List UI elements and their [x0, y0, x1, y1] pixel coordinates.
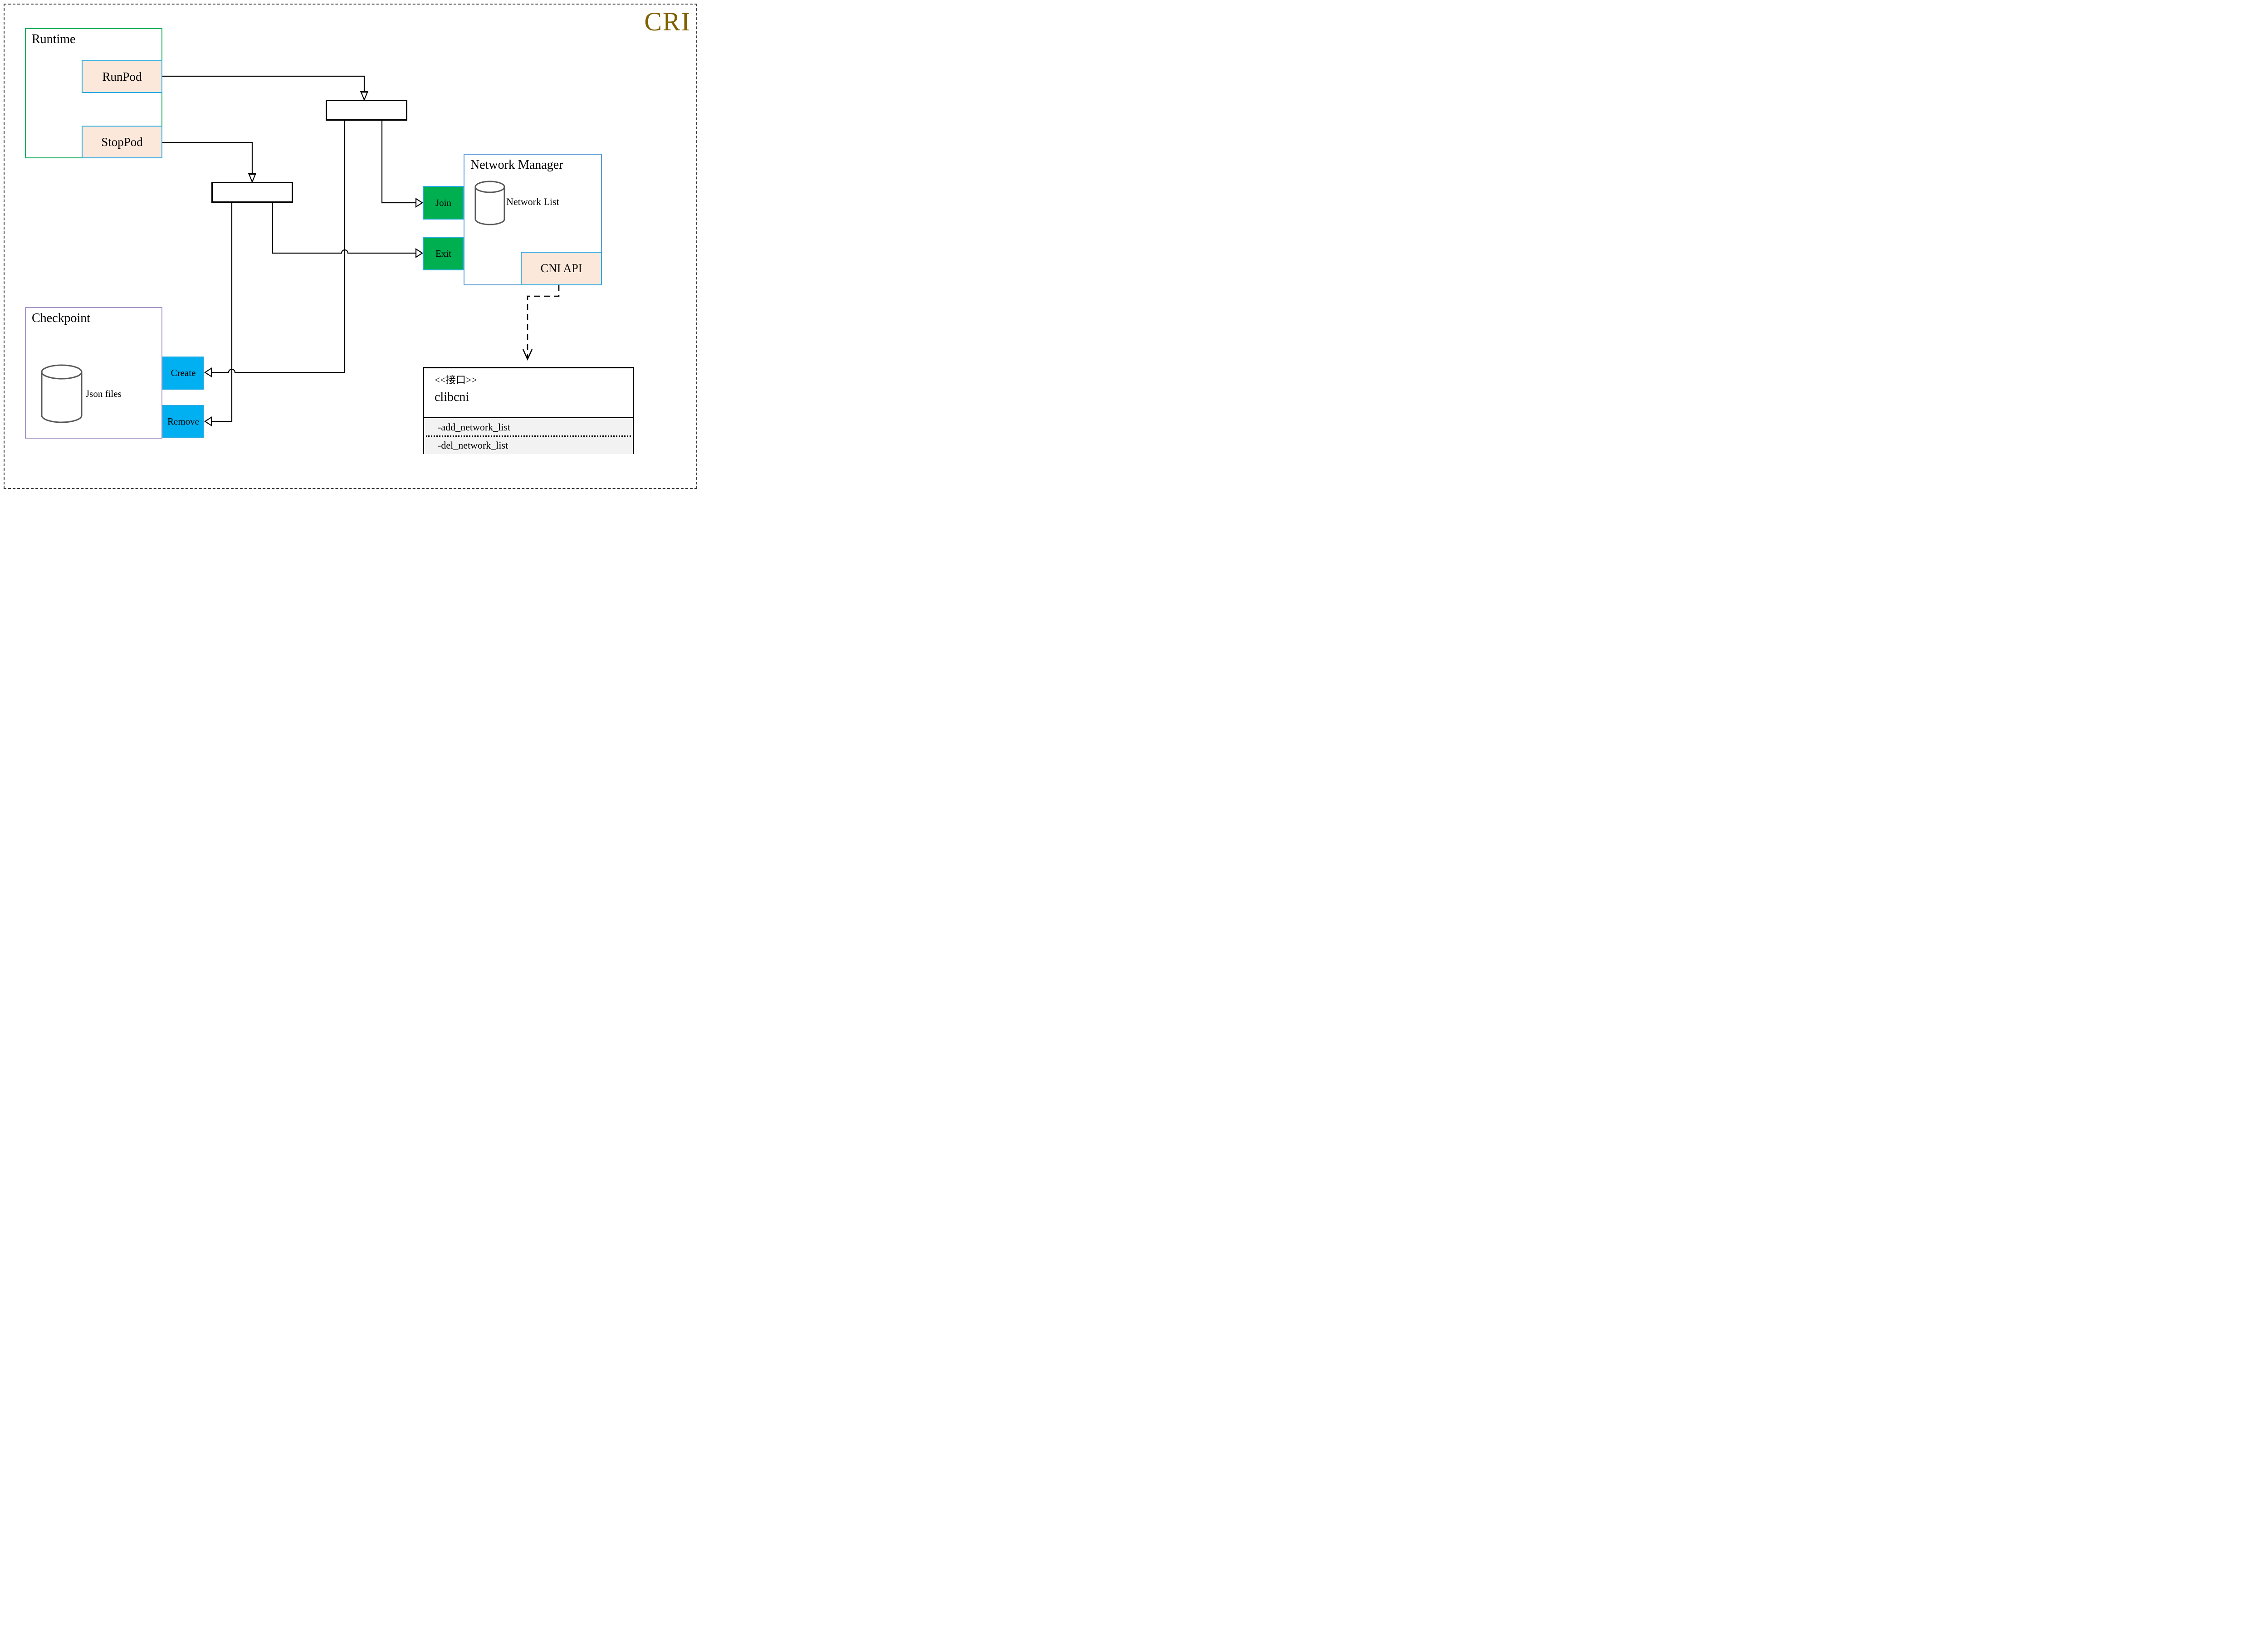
teardown-to-remove-connector [211, 203, 233, 422]
diagram-title: CRI [644, 7, 691, 36]
clibcni-method-row: -del_network_list [424, 436, 633, 454]
clibcni-header: <<接口>> clibcni [424, 368, 633, 417]
clibcni-name: clibcni [435, 390, 469, 404]
cni-api-node: CNI API [521, 252, 602, 285]
clibcni-method-row: -add_network_list [424, 418, 633, 436]
clibcni-open-arrowhead [522, 349, 533, 361]
runtime-label: Runtime [32, 32, 76, 46]
stoppod-label: StopPod [101, 135, 143, 149]
create-node: Create [162, 357, 204, 390]
runpod-label: RunPod [102, 69, 142, 83]
clibcni-methods-section: -add_network_list -del_network_list [424, 417, 633, 454]
exit-arrowhead-icon [415, 248, 424, 259]
json-files-label: Json files [86, 388, 122, 399]
create-arrowhead-icon [204, 367, 212, 378]
clibcni-interface-box: <<接口>> clibcni -add_network_list -del_ne… [423, 367, 634, 454]
checkpoint-box: Checkpoint [25, 307, 162, 439]
diagram-canvas: CRI Runtime RunPod StopPod Network Manag… [0, 0, 701, 493]
exit-node: Exit [423, 237, 464, 270]
join-label: Join [435, 197, 451, 208]
method-divider [426, 435, 631, 437]
remove-node: Remove [162, 405, 204, 438]
checkpoint-label: Checkpoint [32, 311, 91, 325]
network-manager-label: Network Manager [470, 158, 563, 172]
cni-api-label: CNI API [540, 262, 582, 275]
pod-teardown-process-rect [211, 182, 293, 203]
pod-setup-process-rect [326, 100, 407, 121]
remove-arrowhead-icon [204, 416, 212, 427]
runpod-to-setup-connector [162, 75, 365, 91]
setup-arrowhead-icon [360, 91, 368, 101]
add-network-list-method: -add_network_list [438, 421, 511, 433]
remove-label: Remove [167, 416, 199, 427]
teardown-arrowhead-icon [248, 173, 256, 183]
teardown-to-exit-connector [272, 203, 416, 254]
network-list-label: Network List [506, 196, 559, 207]
runpod-node: RunPod [82, 60, 162, 93]
setup-to-create-connector [211, 121, 346, 373]
clibcni-stereotype: <<接口>> [435, 374, 477, 386]
stoppod-node: StopPod [82, 126, 162, 158]
create-label: Create [171, 367, 196, 378]
join-arrowhead-icon [415, 197, 424, 208]
stoppod-to-teardown-connector [162, 142, 253, 173]
setup-to-join-connector [381, 121, 416, 204]
cni-api-to-clibcni-dashed-connector [527, 285, 560, 358]
exit-label: Exit [435, 248, 451, 259]
del-network-list-method: -del_network_list [438, 439, 508, 451]
join-node: Join [423, 186, 464, 220]
